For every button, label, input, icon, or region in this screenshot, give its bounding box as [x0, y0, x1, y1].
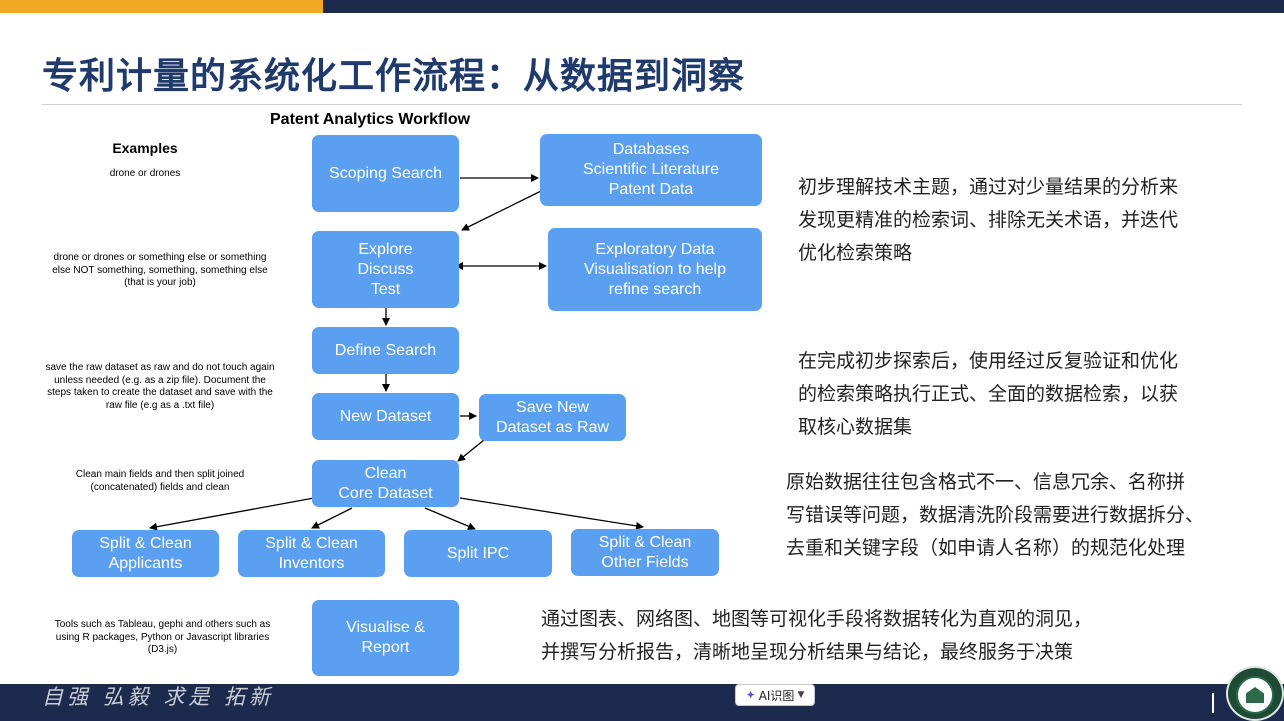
university-emblem-icon	[1226, 666, 1284, 721]
node-databases: Databases Scientific Literature Patent D…	[540, 134, 762, 206]
side-note-scoping: drone or drones	[109, 168, 181, 179]
ai-button-label: AI识图	[758, 688, 795, 703]
description-line: 取核心数据集	[798, 416, 913, 438]
title-divider	[42, 104, 1242, 105]
description-visualise: 通过图表、网络图、地图等可视化手段将数据转化为直观的洞见， 并撰写分析报告，清晰…	[541, 603, 1092, 669]
description-scoping: 初步理解技术主题，通过对少量结果的分析来 发现更精准的检索词、排除无关术语，并迭…	[798, 171, 1178, 270]
ai-recognize-button[interactable]: ✦ AI识图 ▼	[735, 684, 815, 706]
side-note-raw-dataset: save the raw dataset as raw and do not t…	[45, 362, 275, 411]
arrow-clean-to-other	[459, 497, 644, 530]
side-note-clean: Clean main fields and then split joined …	[75, 469, 245, 493]
description-line: 写错误等问题，数据清洗阶段需要进行数据拆分、	[786, 504, 1205, 526]
arrow-saveraw-to-clean	[457, 439, 485, 462]
description-line: 发现更精准的检索词、排除无关术语，并迭代	[798, 209, 1179, 231]
description-define-search: 在完成初步探索后，使用经过反复验证和优化 的检索策略执行正式、全面的数据检索，以…	[798, 345, 1178, 444]
top-navy-bar	[323, 0, 1284, 13]
node-split-inventors: Split & Clean Inventors	[238, 530, 385, 577]
arrow-clean-to-inventors	[311, 507, 353, 529]
description-line: 通过图表、网络图、地图等可视化手段将数据转化为直观的洞见，	[541, 608, 1093, 630]
examples-heading: Examples	[112, 140, 178, 156]
emblem-building-mark	[1246, 687, 1264, 703]
node-split-other: Split & Clean Other Fields	[571, 529, 719, 576]
node-explore-discuss-test: Explore Discuss Test	[312, 231, 459, 308]
arrow-clean-to-applicants	[149, 497, 315, 531]
footer-divider	[1212, 693, 1214, 713]
page-title: 专利计量的系统化工作流程：从数据到洞察	[42, 56, 746, 97]
university-motto: 自强 弘毅 求是 拓新	[42, 685, 275, 709]
node-visualise-report: Visualise & Report	[312, 600, 459, 676]
node-split-ipc: Split IPC	[404, 530, 552, 577]
description-cleaning: 原始数据往往包含格式不一、信息冗余、名称拼 写错误等问题，数据清洗阶段需要进行数…	[786, 466, 1204, 565]
side-note-tools: Tools such as Tableau, gephi and others …	[54, 619, 271, 655]
description-line: 并撰写分析报告，清晰地呈现分析结果与结论，最终服务于决策	[541, 641, 1074, 663]
description-line: 的检索策略执行正式、全面的数据检索，以获	[798, 383, 1179, 405]
node-save-raw: Save New Dataset as Raw	[479, 394, 626, 441]
description-line: 原始数据往往包含格式不一、信息冗余、名称拼	[786, 471, 1186, 493]
description-line: 初步理解技术主题，通过对少量结果的分析来	[798, 176, 1179, 198]
chevron-down-icon: ▼	[797, 690, 805, 700]
top-accent-bar	[0, 0, 323, 13]
description-line: 在完成初步探索后，使用经过反复验证和优化	[798, 350, 1179, 372]
description-line: 去重和关键字段（如申请人名称）的规范化处理	[786, 537, 1186, 559]
node-scoping-search: Scoping Search	[312, 135, 459, 212]
arrow-databases-to-explore	[461, 190, 542, 231]
node-clean-core: Clean Core Dataset	[312, 460, 459, 507]
node-split-applicants: Split & Clean Applicants	[72, 530, 219, 577]
arrow-clean-to-ipc	[424, 507, 476, 530]
emblem-ring	[1236, 676, 1274, 714]
node-exploratory-visualisation: Exploratory Data Visualisation to help r…	[548, 228, 762, 311]
side-note-explore: drone or drones or something else or som…	[52, 252, 268, 288]
footer-bar	[0, 684, 1284, 721]
workflow-title: Patent Analytics Workflow	[270, 111, 471, 128]
ai-sparkle-icon: ✦	[745, 688, 756, 702]
description-line: 优化检索策略	[798, 242, 913, 264]
node-new-dataset: New Dataset	[312, 393, 459, 440]
node-define-search: Define Search	[312, 327, 459, 374]
